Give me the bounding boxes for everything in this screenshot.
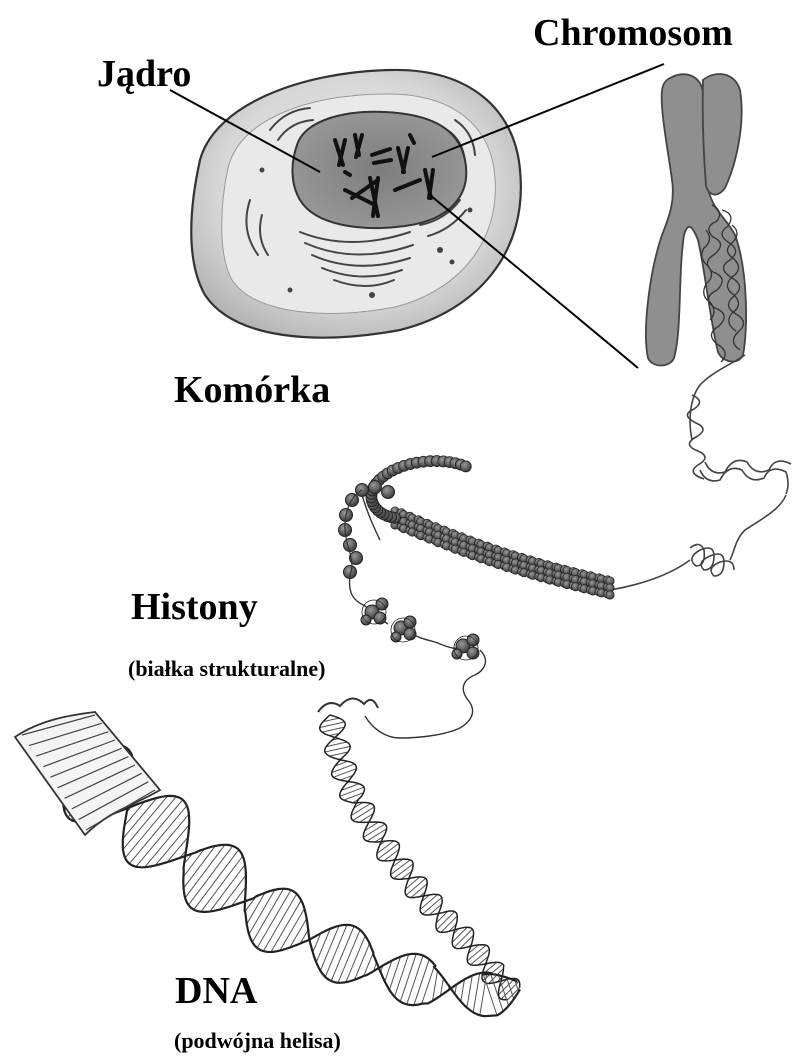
label-nucleus: Jądro [97,55,191,93]
label-chromosome: Chromosom [533,14,733,52]
label-structural-proteins: (białka strukturalne) [128,658,325,680]
label-cell: Komórka [174,371,330,409]
label-double-helix: (podwójna helisa) [174,1030,341,1052]
coiled-chromatin [610,355,791,590]
nucleosome-clusters [361,598,479,660]
chromosome [646,74,746,365]
chromatin-fiber [366,456,614,600]
label-histones: Histony [131,588,258,626]
label-dna: DNA [175,972,257,1010]
cell [191,70,521,338]
dna-double-helix [15,712,520,1016]
histone-beads [339,481,395,579]
